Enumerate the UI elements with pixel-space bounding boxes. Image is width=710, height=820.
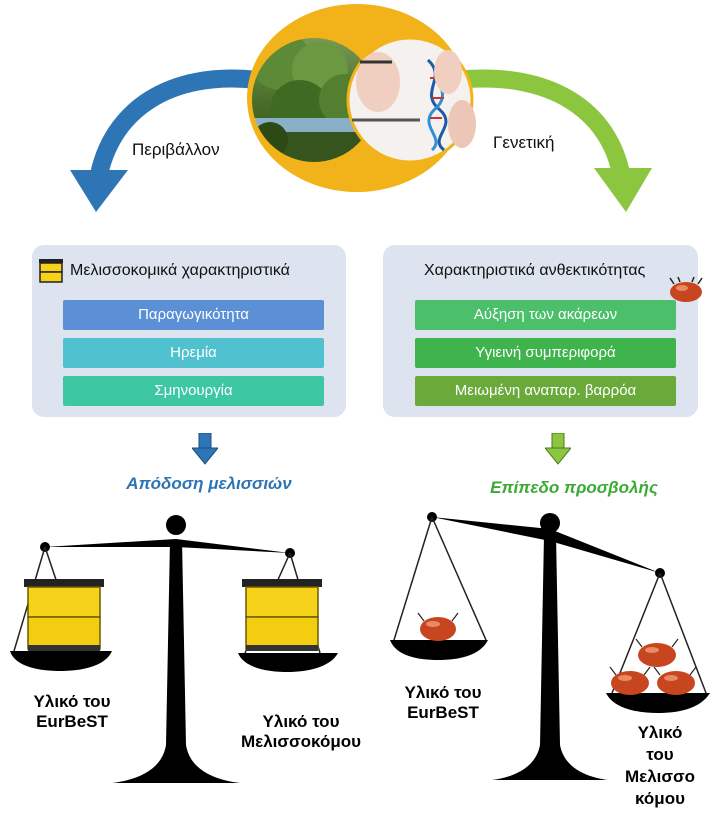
- infestation-level-label: Επίπεδο προσβολής: [490, 478, 658, 497]
- genetics-label: Γενετική: [493, 133, 555, 152]
- mite-right-pan-right: [653, 666, 697, 695]
- beekeeper-material-label-right: Υλικό του Μελισσο κόμου: [624, 723, 696, 808]
- genetics-photo: [346, 36, 476, 164]
- colony-performance-label: Απόδοση μελισσιών: [126, 474, 292, 493]
- trait-mite-growth: Αύξηση των ακάρεων: [415, 300, 676, 330]
- trait-hygienic-behavior: Υγιεινή συμπεριφορά: [415, 338, 676, 368]
- environment-arrow: [70, 69, 267, 212]
- trait-swarming: Σμηνουργία: [63, 376, 324, 406]
- down-arrow-green: [545, 433, 571, 465]
- balanced-scale: [10, 515, 338, 783]
- environment-label: Περιβάλλον: [132, 140, 220, 159]
- eurbest-material-label-right: Υλικό του EurBeST: [404, 683, 482, 722]
- tipped-scale: [390, 512, 710, 780]
- trait-productivity: Παραγωγικότητα: [63, 300, 324, 330]
- eurbest-material-label-left: Υλικό του EurBeST: [33, 692, 111, 731]
- mite-left-pan: [417, 612, 459, 641]
- beekeeper-material-label-left: Υλικό του Μελισσοκόμου: [240, 712, 362, 751]
- mite-right-pan-top: [635, 638, 679, 667]
- trait-reduced-varroa-reproduction: Μειωμένη αναπαρ. βαρρόα: [415, 376, 676, 406]
- beehive-icon: [39, 259, 63, 283]
- hive-right: [242, 579, 322, 651]
- mite-icon: [669, 276, 703, 302]
- genetics-arrow: [446, 69, 652, 212]
- trait-calmness: Ηρεμία: [63, 338, 324, 368]
- mite-right-pan-left: [609, 666, 651, 695]
- hive-left: [24, 579, 104, 651]
- top-illustration: [70, 4, 652, 212]
- beekeeping-traits-title: Μελισσοκομικά χαρακτηριστικά: [70, 262, 290, 279]
- resistance-traits-title: Χαρακτηριστικά ανθεκτικότητας: [424, 262, 646, 279]
- down-arrow-blue: [192, 433, 218, 465]
